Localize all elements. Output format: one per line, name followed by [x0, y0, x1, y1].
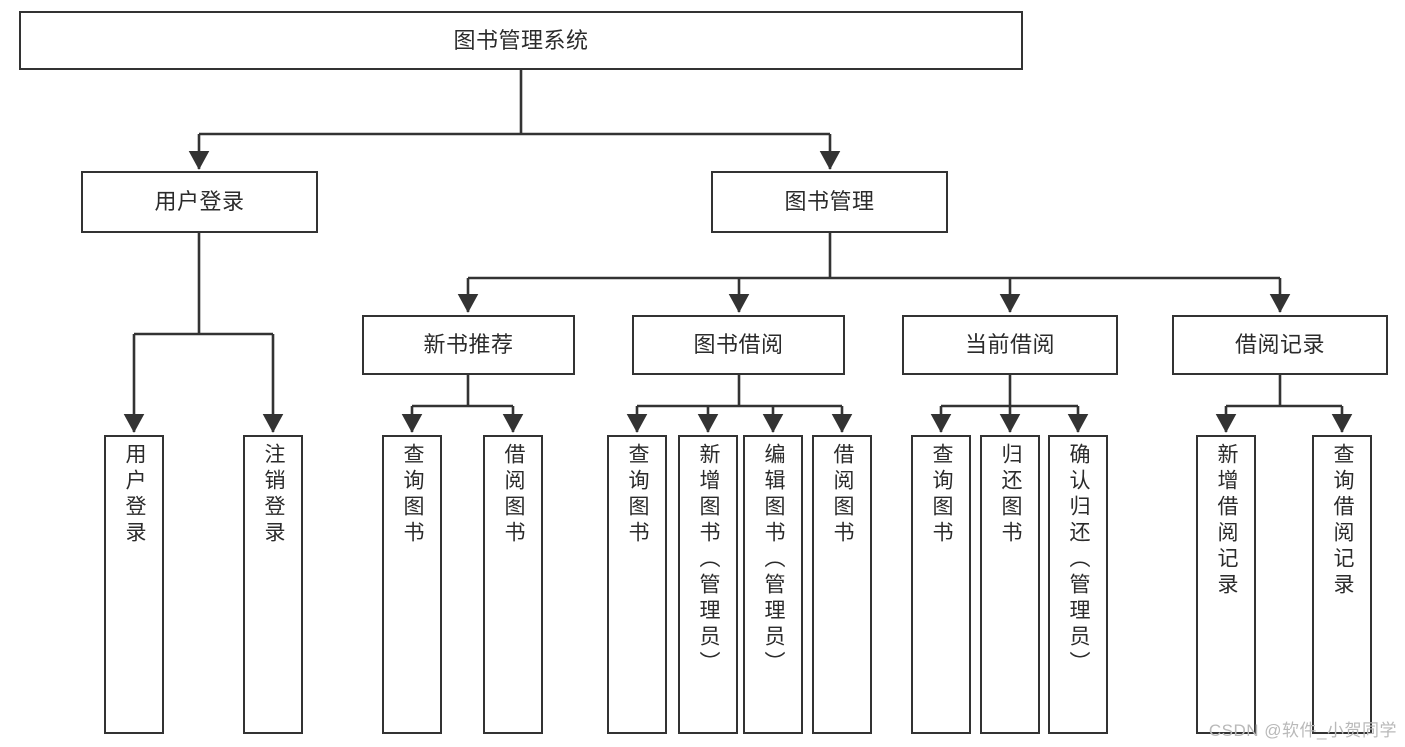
leaf-book-borrow-edit-book[interactable]: 编辑图书（管理员）: [743, 435, 803, 734]
node-label: 当前借阅: [964, 332, 1055, 358]
node-label: 查询借阅记录: [1331, 443, 1355, 599]
leaf-current-borrow-return-book[interactable]: 归还图书: [980, 435, 1040, 734]
leaf-book-borrow-query-book[interactable]: 查询图书: [607, 435, 667, 734]
leaf-new-book-query-book[interactable]: 查询图书: [382, 435, 442, 734]
node-label: 注销登录: [262, 443, 286, 547]
node-new-book-recommend[interactable]: 新书推荐: [362, 315, 575, 375]
leaf-new-book-borrow-book[interactable]: 借阅图书: [483, 435, 543, 734]
node-label: 确认归还（管理员）: [1067, 443, 1091, 677]
node-label: 用户登录: [154, 189, 245, 215]
node-label: 图书管理: [784, 189, 875, 215]
node-label: 用户登录: [123, 443, 147, 547]
node-label: 借阅记录: [1234, 332, 1325, 358]
node-label: 图书管理系统: [453, 27, 589, 53]
node-label: 新增借阅记录: [1215, 443, 1239, 599]
node-label: 查询图书: [930, 443, 954, 547]
node-label: 借阅图书: [831, 443, 855, 547]
leaf-borrow-record-add-record[interactable]: 新增借阅记录: [1196, 435, 1256, 734]
leaf-borrow-record-query-record[interactable]: 查询借阅记录: [1312, 435, 1372, 734]
leaf-book-borrow-borrow-book[interactable]: 借阅图书: [812, 435, 872, 734]
node-borrow-record[interactable]: 借阅记录: [1172, 315, 1388, 375]
node-book-management-system[interactable]: 图书管理系统: [19, 11, 1023, 70]
leaf-book-borrow-add-book[interactable]: 新增图书（管理员）: [678, 435, 738, 734]
leaf-current-borrow-query-book[interactable]: 查询图书: [911, 435, 971, 734]
node-label: 新增图书（管理员）: [697, 443, 721, 677]
leaf-user-login-signin[interactable]: 用户登录: [104, 435, 164, 734]
node-label: 新书推荐: [423, 332, 514, 358]
node-label: 归还图书: [999, 443, 1023, 547]
leaf-current-borrow-confirm-return[interactable]: 确认归还（管理员）: [1048, 435, 1108, 734]
node-user-login[interactable]: 用户登录: [81, 171, 318, 233]
node-label: 借阅图书: [502, 443, 526, 547]
node-label: 查询图书: [626, 443, 650, 547]
node-label: 查询图书: [401, 443, 425, 547]
node-label: 编辑图书（管理员）: [762, 443, 786, 677]
node-book-management[interactable]: 图书管理: [711, 171, 948, 233]
node-book-borrow[interactable]: 图书借阅: [632, 315, 845, 375]
node-current-borrow[interactable]: 当前借阅: [902, 315, 1118, 375]
leaf-user-login-signout[interactable]: 注销登录: [243, 435, 303, 734]
node-label: 图书借阅: [693, 332, 784, 358]
